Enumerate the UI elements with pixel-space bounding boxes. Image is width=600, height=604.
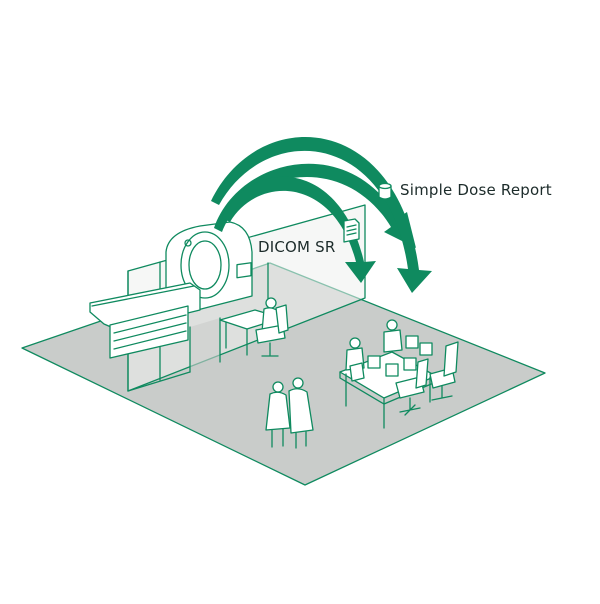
document-icon	[343, 218, 360, 243]
office-area	[339, 319, 459, 429]
database-icon	[378, 182, 392, 200]
dicom-sr-label: DICOM SR	[258, 238, 336, 256]
simple-dose-report-label: Simple Dose Report	[400, 181, 552, 199]
person-figure-right	[288, 377, 314, 449]
mri-scanner	[89, 221, 253, 359]
control-workstation	[219, 262, 289, 357]
person-figure-left	[265, 381, 291, 448]
